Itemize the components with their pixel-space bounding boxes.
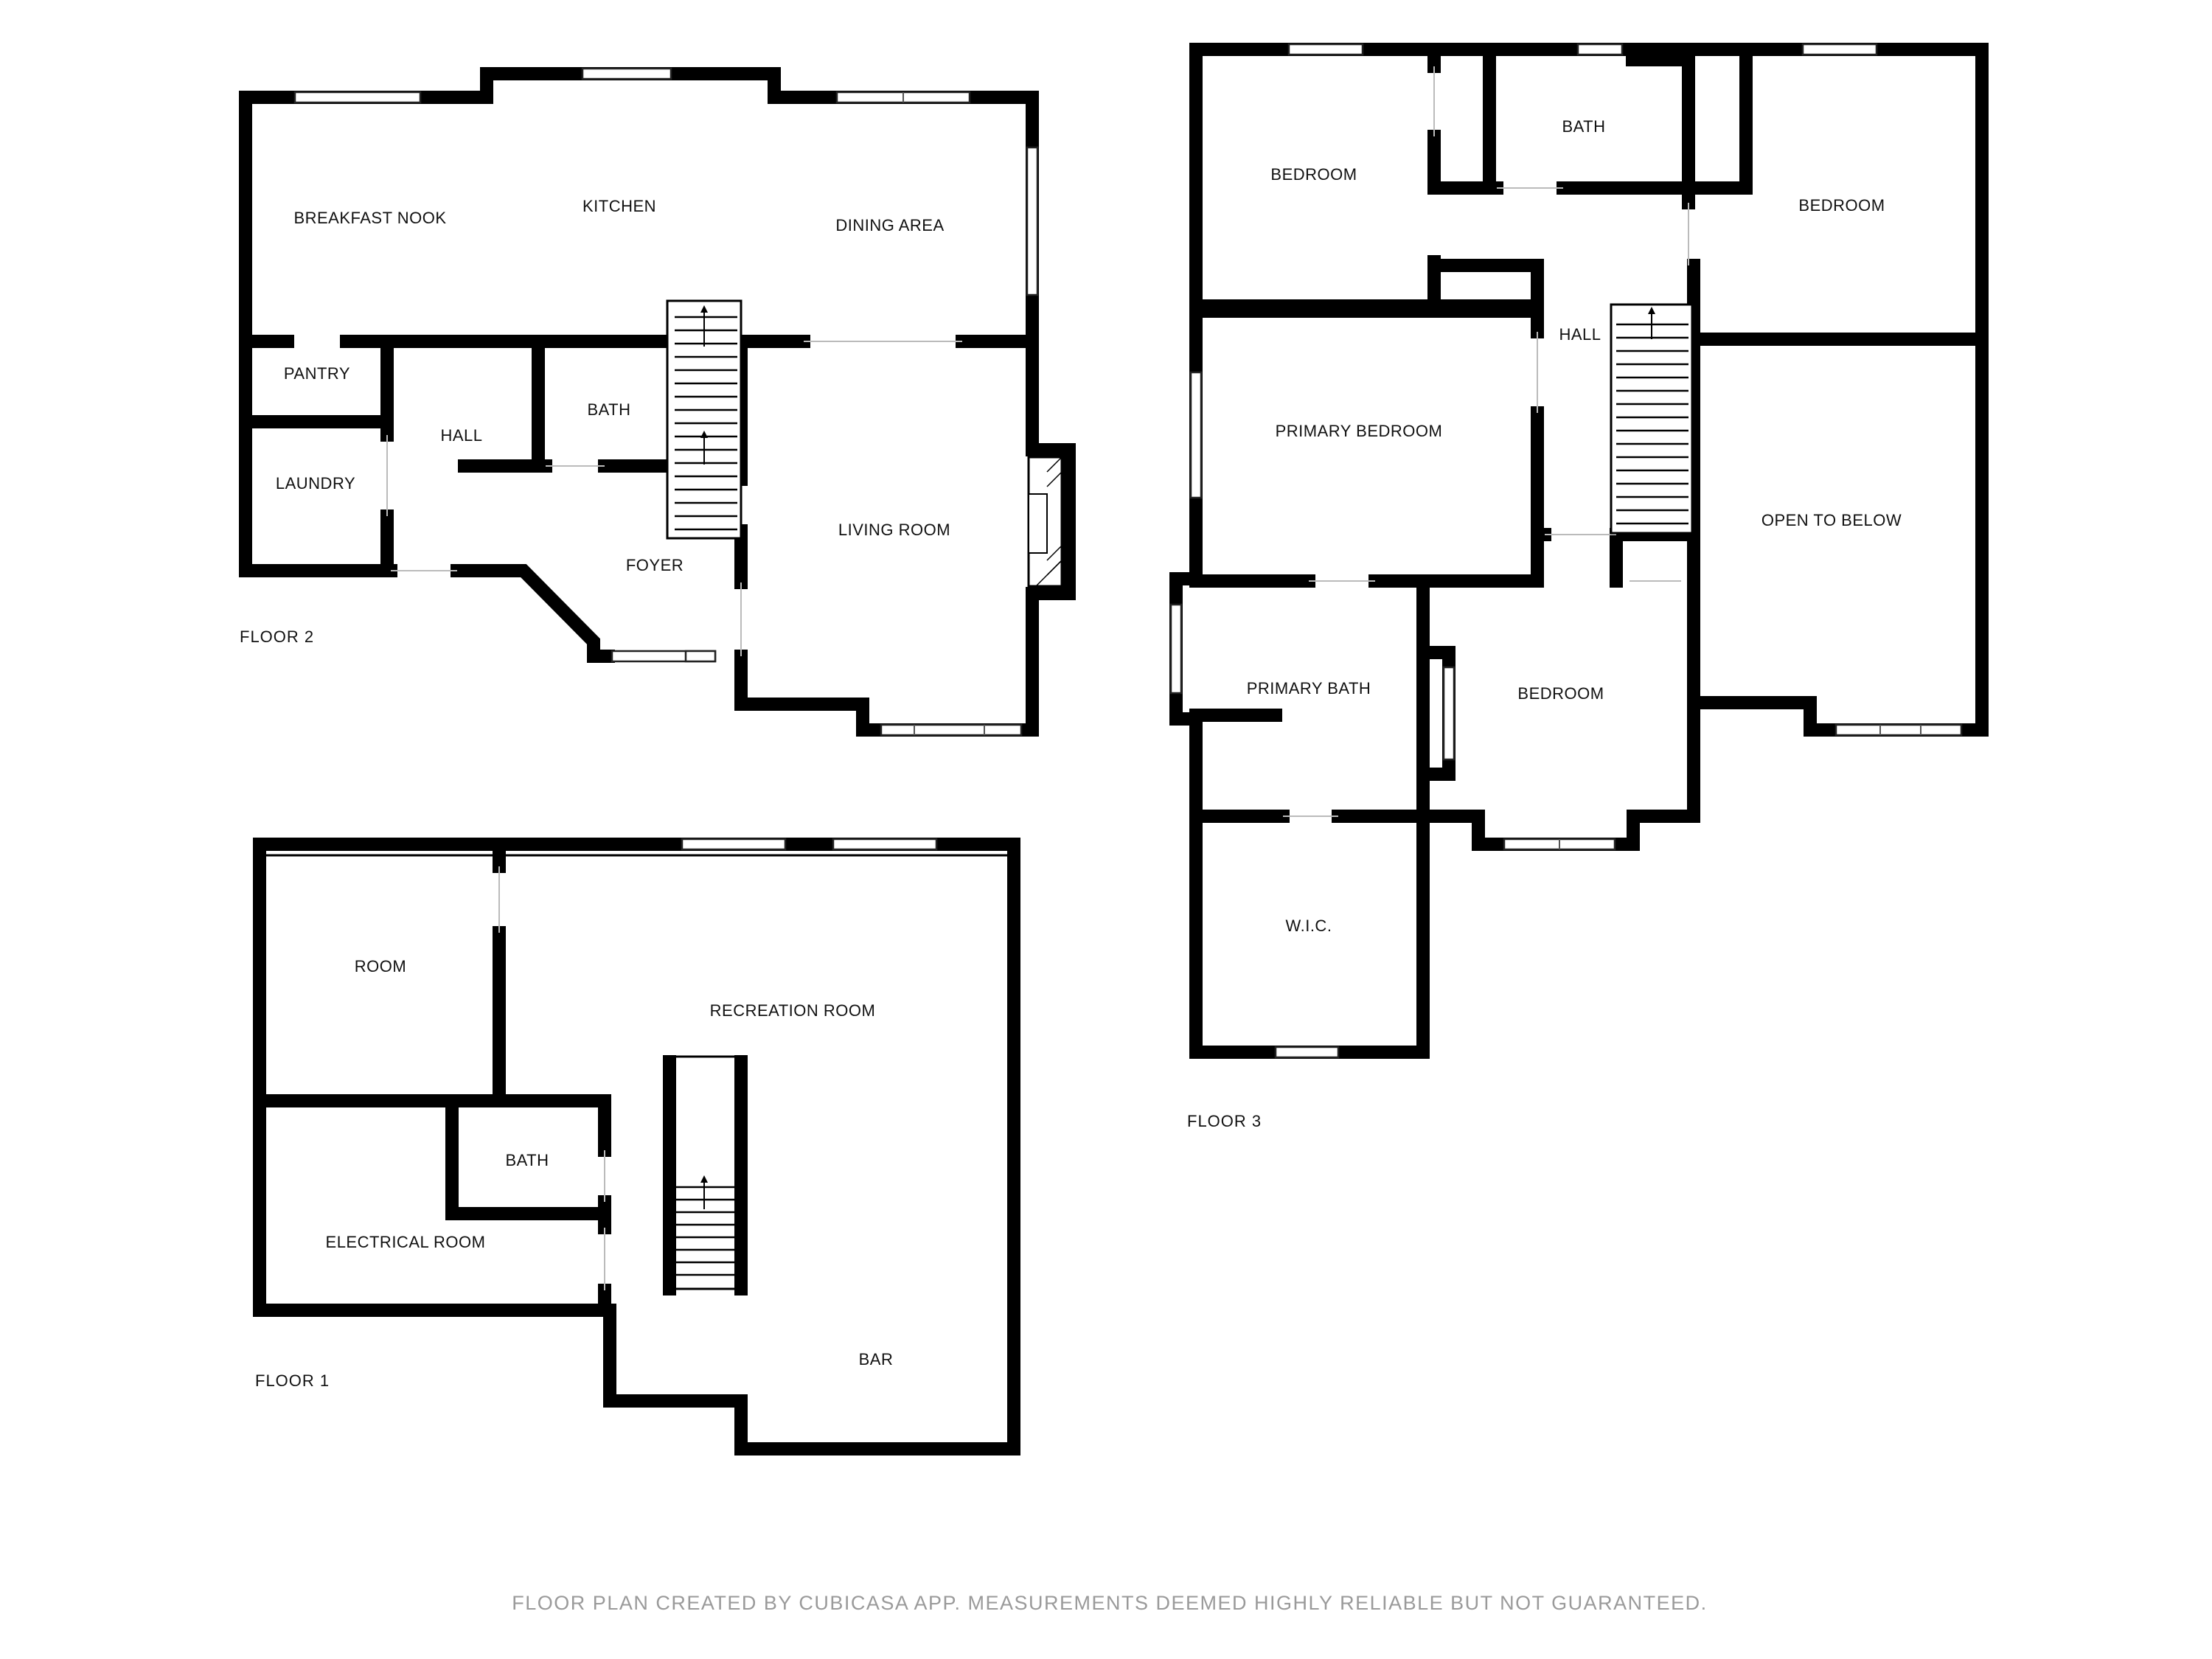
floor-label-2: FLOOR 2	[240, 627, 314, 646]
floor-2-outer-wall	[239, 91, 397, 577]
floor-2-foyer-wall	[451, 564, 615, 663]
room-label-laundry: LAUNDRY	[276, 474, 355, 493]
fireplace-hearth	[1028, 493, 1048, 554]
floor-1-plan: ROOM RECREATION ROOM BATH ELECTRICAL ROO…	[253, 838, 1020, 1455]
room-label-bedroom: BEDROOM	[1270, 165, 1357, 184]
room-label-breakfast-nook: BREAKFAST NOOK	[293, 209, 446, 227]
room-label-recreation-room: RECREATION ROOM	[710, 1001, 876, 1020]
wall-block	[1626, 44, 1685, 66]
stair-treads	[675, 1186, 737, 1276]
stairs	[664, 1055, 745, 1290]
room-label-kitchen: KITCHEN	[582, 197, 656, 215]
window	[1834, 723, 1963, 737]
floor-label-3: FLOOR 3	[1187, 1112, 1262, 1130]
window	[1169, 603, 1183, 695]
floor-1-outer-wall	[253, 838, 1020, 1455]
window	[684, 650, 717, 663]
room-label-bar: BAR	[859, 1350, 894, 1368]
window	[880, 723, 1023, 737]
room-label-bath: BATH	[587, 400, 630, 419]
room-label-open-to-below: OPEN TO BELOW	[1761, 511, 1902, 529]
room-label-wic: W.I.C.	[1286, 917, 1332, 935]
floor-3-outer-wall	[1169, 43, 1989, 1059]
stair-arrow-head	[700, 431, 708, 438]
window	[1801, 43, 1878, 56]
window	[832, 838, 938, 851]
room-label-primary-bedroom: PRIMARY BEDROOM	[1276, 422, 1443, 440]
room-label-bath: BATH	[505, 1151, 549, 1169]
room-label-primary-bath: PRIMARY BATH	[1247, 679, 1371, 698]
room-label-foyer: FOYER	[626, 556, 684, 574]
room-label-pantry: PANTRY	[284, 364, 350, 383]
floor-label-1: FLOOR 1	[255, 1371, 330, 1390]
stair-arrow-head	[1648, 307, 1655, 314]
room-label-living-room: LIVING ROOM	[838, 521, 950, 539]
stairs	[1610, 303, 1694, 535]
room-label-hall: HALL	[440, 426, 482, 445]
stair-treads	[675, 316, 737, 531]
floor-3-plan: BEDROOM BATH BEDROOM HALL PRIMARY BEDROO…	[1169, 43, 1989, 1130]
window	[681, 838, 787, 851]
room-label-electrical-room: ELECTRICAL ROOM	[326, 1233, 486, 1251]
window	[1576, 43, 1624, 56]
room-label-bedroom: BEDROOM	[1798, 196, 1885, 215]
window	[581, 67, 672, 80]
room-label-room: ROOM	[355, 957, 406, 975]
window	[1026, 146, 1039, 296]
room-label-bedroom: BEDROOM	[1517, 684, 1604, 703]
window	[1274, 1046, 1340, 1059]
room-label-hall: HALL	[1559, 325, 1601, 344]
window	[1287, 43, 1364, 56]
window	[1189, 371, 1203, 499]
stair-treads	[1616, 323, 1688, 525]
fireplace-hatch	[1035, 456, 1062, 587]
room-label-bath: BATH	[1562, 117, 1605, 136]
room-label-dining-area: DINING AREA	[835, 216, 944, 234]
floor-2-outer-wall-top	[239, 67, 1076, 737]
footer-disclaimer: FLOOR PLAN CREATED BY CUBICASA APP. MEAS…	[512, 1592, 1707, 1614]
floor-2-plan: BREAKFAST NOOK KITCHEN DINING AREA PANTR…	[239, 67, 1076, 737]
window	[1442, 666, 1455, 761]
window	[293, 91, 422, 104]
stair-arrow-head	[700, 305, 708, 313]
stair-arrow-head	[700, 1175, 708, 1183]
